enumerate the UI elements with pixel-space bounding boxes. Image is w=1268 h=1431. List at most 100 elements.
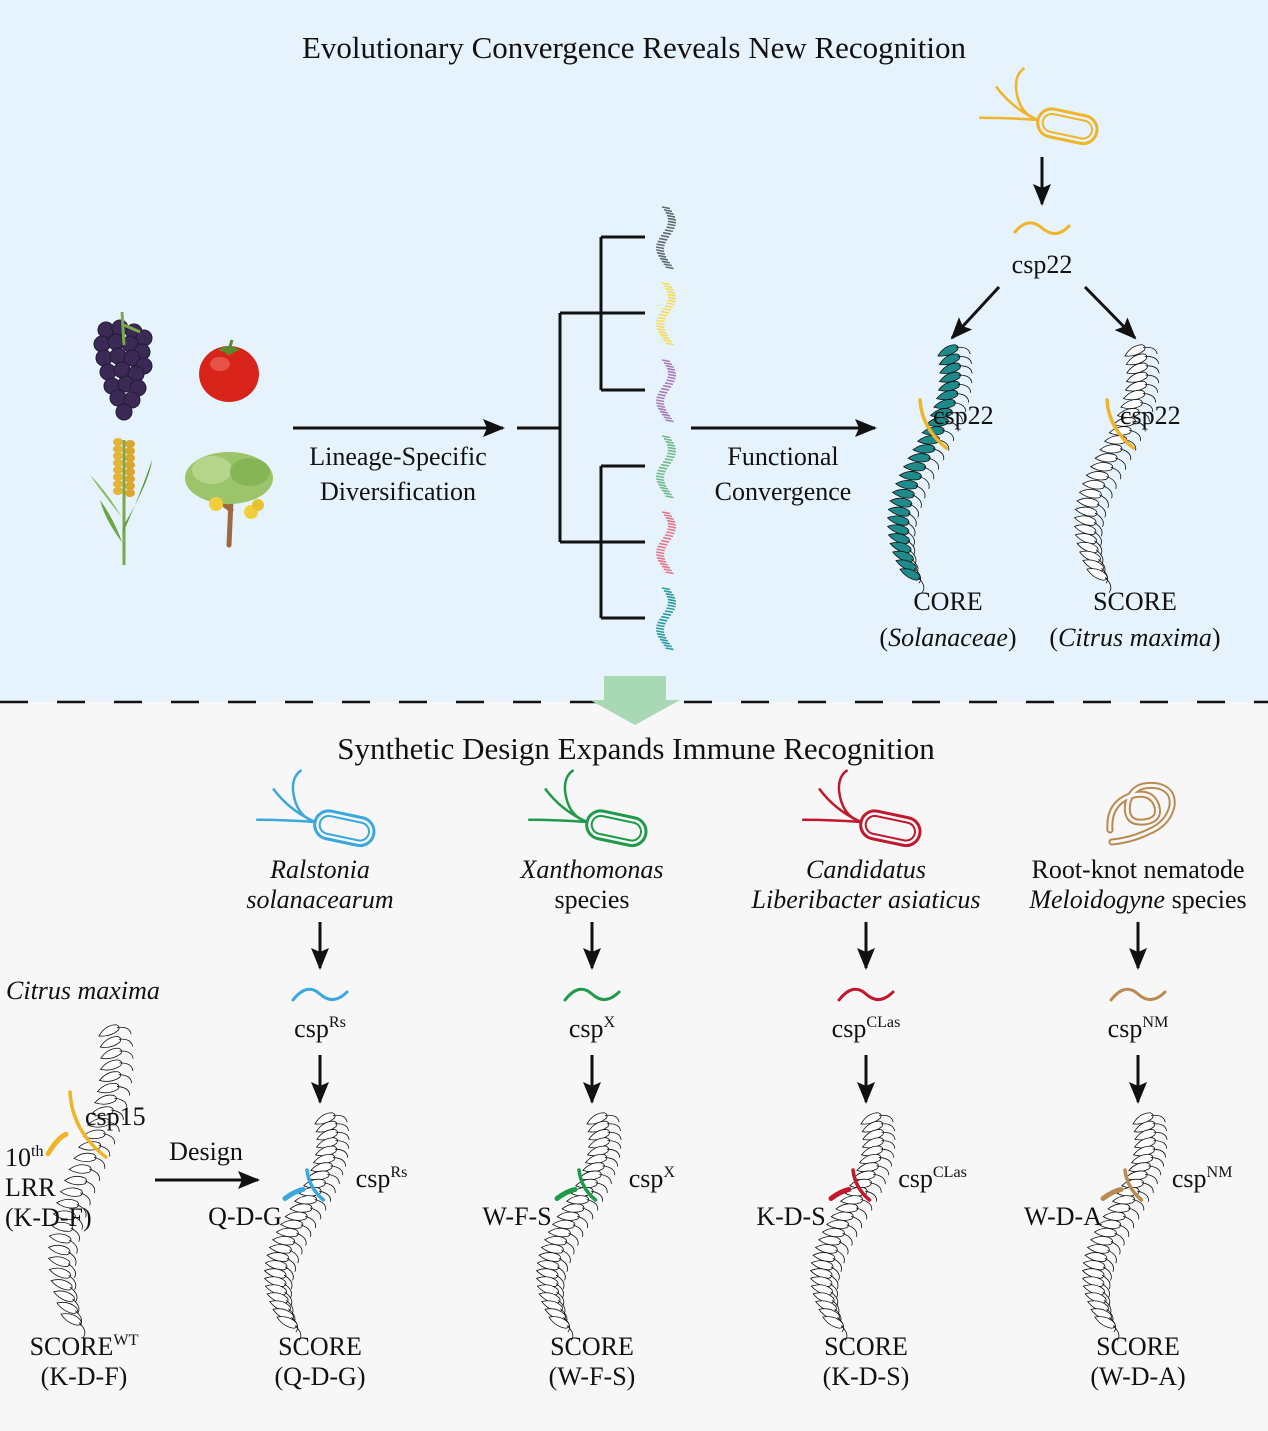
pathogen-name-line2: Liberibacter asiaticus bbox=[752, 885, 981, 915]
peptide-icon bbox=[563, 987, 621, 1002]
receptor-variant-icon bbox=[655, 206, 677, 270]
receptor-motif-text: (Q-D-G) bbox=[274, 1362, 366, 1391]
csp15-label: csp15 bbox=[85, 1102, 146, 1131]
peptide-superscript: Rs bbox=[390, 1164, 408, 1182]
receptor-motif: (Q-D-G) bbox=[275, 1362, 366, 1392]
core-receptor-name: CORE bbox=[913, 587, 983, 616]
receptor-name-text: SCORE bbox=[1096, 1332, 1180, 1361]
peptide-superscript: CLas bbox=[866, 1014, 901, 1032]
peptide-superscript: X bbox=[663, 1164, 676, 1182]
wheat-icon bbox=[90, 438, 152, 565]
pathogen-column-graphics bbox=[256, 769, 376, 1341]
peptide-label-text: csp bbox=[898, 1164, 933, 1193]
engineered-score-receptor bbox=[535, 1112, 622, 1341]
peptide-label-text: csp bbox=[294, 1014, 329, 1043]
core-receptor-structure bbox=[886, 344, 973, 593]
pathogen-name-text: Ralstonia bbox=[270, 855, 370, 884]
bacterium-icon bbox=[528, 769, 648, 848]
lrr-ordinal: th bbox=[31, 1143, 44, 1161]
peptide-icon bbox=[837, 987, 895, 1002]
diversification-label-line1: Lineage-Specific bbox=[309, 442, 487, 471]
bound-peptide bbox=[577, 1168, 598, 1202]
receptor-name: SCORE bbox=[278, 1332, 362, 1362]
bound-peptide-label: cspNM bbox=[1172, 1164, 1233, 1194]
motif-text: W-D-A bbox=[1024, 1202, 1102, 1231]
engineered-score-receptor bbox=[1081, 1112, 1168, 1341]
bound-peptide bbox=[918, 398, 949, 450]
receptor-variant-icon bbox=[655, 282, 677, 346]
bound-peptide bbox=[1123, 1168, 1144, 1202]
peptide-label-text: csp bbox=[355, 1164, 391, 1193]
receptor-motif-label: Q-D-G bbox=[208, 1202, 282, 1232]
score-bound-peptide-label: csp22 bbox=[1120, 401, 1181, 430]
receptor-motif: (W-F-S) bbox=[549, 1362, 636, 1392]
receptor-variant-icon bbox=[655, 511, 677, 575]
pathogen-name-line1: Root-knot nematode bbox=[1031, 855, 1244, 885]
peptide-label-text: csp bbox=[1171, 1164, 1207, 1193]
pathogen-name-text: Meloidogyne bbox=[1029, 885, 1166, 914]
score-wt-name-text: SCORE bbox=[29, 1332, 114, 1361]
csp22-peptide-icon bbox=[1013, 221, 1071, 235]
receptor-motif: (W-D-A) bbox=[1090, 1362, 1185, 1392]
bound-peptide bbox=[1105, 398, 1136, 450]
pathogen-name-text: Root-knot nematode bbox=[1031, 855, 1245, 884]
pathogen-name-text: Candidatus bbox=[806, 855, 926, 884]
pathogen-name-line2: Meloidogyne species bbox=[1029, 885, 1246, 915]
design-label: Design bbox=[169, 1137, 243, 1166]
pathogen-name-text: Liberibacter asiaticus bbox=[751, 885, 981, 914]
pathogen-name-line2: solanacearum bbox=[246, 885, 393, 915]
grape-icon bbox=[93, 311, 153, 421]
receptor-name: SCORE bbox=[550, 1332, 634, 1362]
receptor-motif-text: (W-F-S) bbox=[548, 1362, 636, 1391]
bound-peptide-label: cspCLas bbox=[898, 1164, 967, 1194]
diversification-label-line2: Diversification bbox=[320, 477, 476, 506]
peptide-label: cspX bbox=[569, 1014, 615, 1044]
peptide-superscript: Rs bbox=[328, 1014, 346, 1032]
core-receptor-species: (Solanaceae) bbox=[879, 623, 1017, 652]
mutated-lrr-highlight bbox=[1100, 1187, 1124, 1201]
receptor-name: SCORE bbox=[824, 1332, 908, 1362]
receptor-name-text: SCORE bbox=[278, 1332, 362, 1361]
peptide-superscript: NM bbox=[1142, 1014, 1169, 1032]
pathogen-column-graphics bbox=[802, 769, 922, 1341]
bacterium-icon bbox=[802, 769, 922, 848]
pathogen-name-line1: Candidatus bbox=[806, 855, 926, 885]
pathogen-name-text: Xanthomonas bbox=[520, 855, 664, 884]
score-species-name: Citrus maxima bbox=[1058, 623, 1212, 652]
pathogen-name-text: species bbox=[554, 885, 630, 914]
receptor-variant-icon bbox=[655, 435, 677, 499]
core-bound-peptide-label: csp22 bbox=[933, 401, 994, 430]
lrr-motif-label: (K-D-F) bbox=[5, 1203, 92, 1232]
peptide-superscript: NM bbox=[1206, 1164, 1233, 1182]
motif-text: W-F-S bbox=[482, 1202, 552, 1231]
peptide-label-text: csp bbox=[1107, 1014, 1143, 1043]
engineered-score-receptor bbox=[809, 1112, 896, 1341]
lrr-position-label: 10th bbox=[5, 1143, 44, 1173]
phylogenetic-tree bbox=[517, 235, 645, 620]
csp22-label: csp22 bbox=[1011, 250, 1073, 279]
mutated-lrr-highlight bbox=[554, 1187, 578, 1201]
receptor-name-text: SCORE bbox=[550, 1332, 634, 1361]
score-wt-receptor-structure bbox=[45, 1024, 134, 1338]
peptide-superscript: X bbox=[603, 1014, 616, 1032]
peptide-superscript: CLas bbox=[932, 1164, 967, 1182]
bound-peptide-label: cspX bbox=[629, 1164, 675, 1194]
score-receptor-species: (Citrus maxima) bbox=[1049, 623, 1221, 652]
tomato-icon bbox=[199, 339, 259, 402]
receptor-motif-label: W-F-S bbox=[482, 1202, 551, 1232]
bound-peptide-label: cspRs bbox=[356, 1164, 408, 1194]
peptide-to-score-arrow bbox=[1083, 285, 1137, 340]
pathogen-column-graphics bbox=[1081, 781, 1176, 1341]
peptide-label-text: csp bbox=[831, 1014, 867, 1043]
mutated-lrr-highlight bbox=[45, 1131, 69, 1157]
lrr-label: LRR bbox=[5, 1173, 56, 1202]
receptor-motif-label: W-D-A bbox=[1024, 1202, 1102, 1232]
bacterium-icon bbox=[979, 67, 1099, 146]
score-wt-name: SCOREWT bbox=[30, 1332, 139, 1362]
score-receptor-name: SCORE bbox=[1093, 587, 1177, 616]
peptide-label: cspCLas bbox=[832, 1014, 901, 1044]
receptor-motif-text: (W-D-A) bbox=[1090, 1362, 1186, 1391]
mutated-lrr-highlight bbox=[282, 1187, 306, 1201]
pathogen-column-graphics bbox=[528, 769, 648, 1341]
